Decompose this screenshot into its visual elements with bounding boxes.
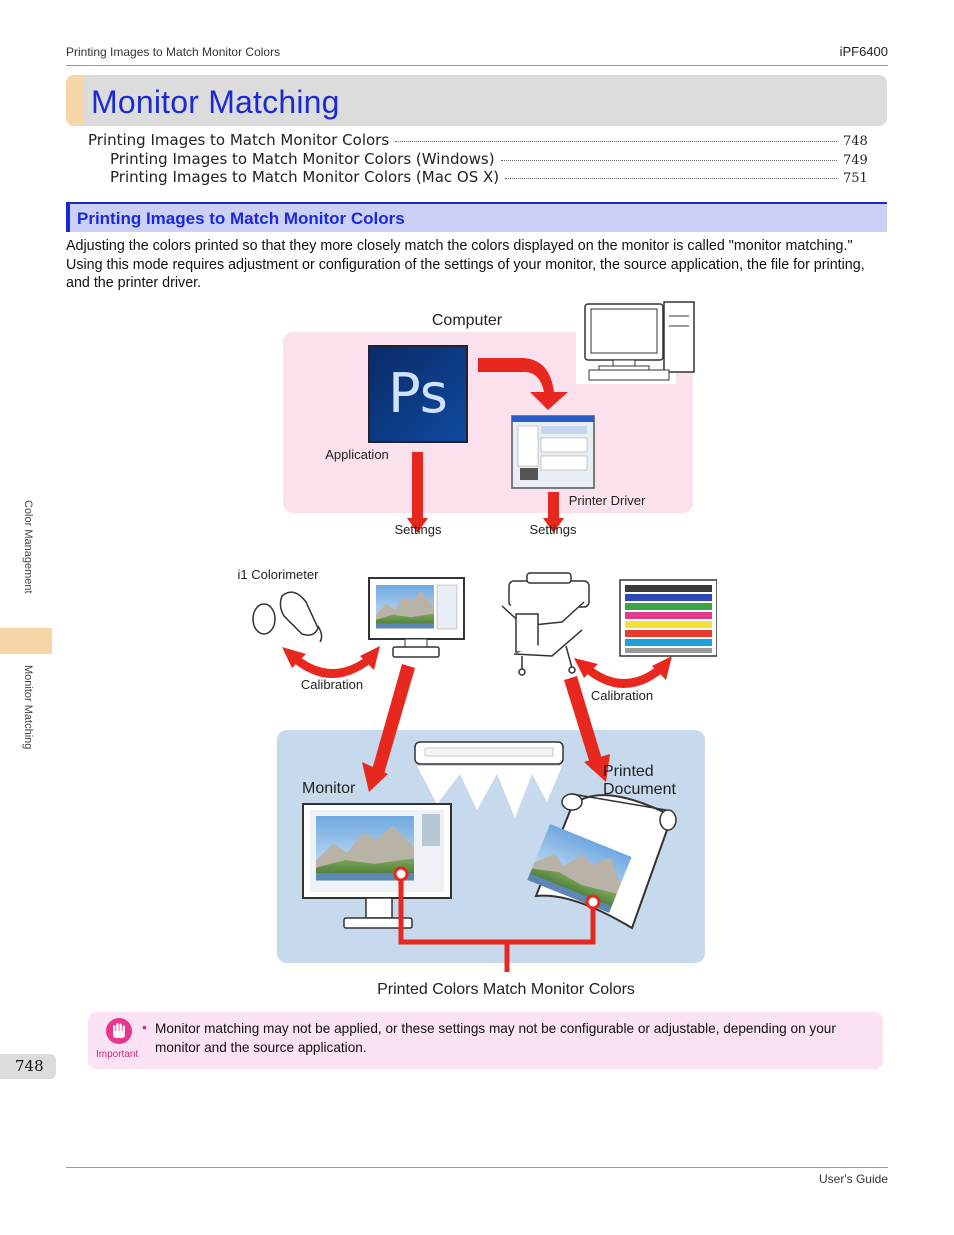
important-hand-icon [106,1018,132,1044]
arrow-driver-settings [543,492,564,533]
toc-entry[interactable]: Printing Images to Match Monitor Colors … [88,168,868,187]
calibration-right-arrow [574,656,672,688]
settings-right-label: Settings [530,522,577,537]
printer-icon [501,572,590,676]
toc-entry[interactable]: Printing Images to Match Monitor Colors … [88,149,868,169]
calibration-monitor-icon [368,577,465,658]
result-label: Printed Colors Match Monitor Colors [377,981,635,998]
match-connector [398,874,596,972]
printer-driver-label: Printer Driver [569,493,646,508]
intro-paragraph: Adjusting the colors printed so that the… [66,238,865,292]
toc-entry[interactable]: Printing Images to Match Monitor Colors … [88,131,868,150]
toc-entry-label[interactable]: Printing Images to Match Monitor Colors … [110,168,500,186]
toc-leader [395,141,837,142]
header-divider [66,65,888,66]
section-accent [66,204,70,232]
colorimeter-icon [252,591,323,643]
page-number-tab [0,1054,56,1079]
bullet-icon: • [142,1019,147,1035]
monitor-label: Monitor [302,780,356,797]
arrow-to-printed-document [564,676,610,782]
important-label: Important [96,1049,139,1060]
display-monitor-icon [302,803,452,929]
toc-entry-page[interactable]: 751 [843,171,868,186]
monitor-matching-diagram: Computer Ps Application Printer Driver S… [238,301,717,998]
table-of-contents: Printing Images to Match Monitor Colors … [88,131,868,187]
colorimeter-label: i1 Colorimeter [238,567,320,582]
computer-label: Computer [432,312,503,329]
chapter-title-bar: Monitor Matching [66,75,887,126]
color-chart-icon [619,579,717,657]
running-header-title: Printing Images to Match Monitor Colors [66,45,281,59]
toc-leader [500,159,837,161]
printed-label-line1: Printed [603,763,654,780]
arrow-app-to-driver [478,358,568,410]
section-heading-bar: Printing Images to Match Monitor Colors [66,202,887,232]
sidebar-tab-marker [0,628,52,654]
footer-guide: User's Guide [819,1172,888,1186]
settings-left-label: Settings [395,522,442,537]
running-header-model: iPF6400 [839,44,888,59]
toc-entry-label[interactable]: Printing Images to Match Monitor Colors … [110,149,495,168]
important-note-text: Monitor matching may not be applied, or … [155,1021,836,1055]
computer-tower-icon [576,301,695,384]
calibration-left-label: Calibration [301,677,363,692]
sidebar-chapter[interactable]: Color Management [22,500,34,594]
title-accent [66,75,84,126]
page-number: 748 [15,1057,44,1075]
section-title: Printing Images to Match Monitor Colors [77,209,405,228]
printed-label-line2: Document [603,781,676,798]
important-note: Important • Monitor matching may not be … [88,1012,883,1069]
photoshop-icon: Ps [368,345,468,443]
calibration-right-label: Calibration [591,688,653,703]
viewing-light-icon [414,741,564,818]
document-match-point [585,894,601,910]
chapter-title: Monitor Matching [91,84,340,120]
application-label: Application [325,447,389,462]
toc-leader [505,178,837,179]
sidebar-section[interactable]: Monitor Matching [22,665,34,750]
printer-driver-dialog-icon [511,415,595,489]
toc-entry-label[interactable]: Printing Images to Match Monitor Colors [88,131,390,149]
ps-logo-text: Ps [388,362,448,425]
arrow-app-settings [407,452,428,533]
toc-entry-page[interactable]: 749 [843,152,868,168]
printed-document-icon [527,793,677,930]
monitor-match-point [393,866,409,882]
toc-entry-page[interactable]: 748 [843,134,868,149]
footer-divider [66,1167,888,1168]
arrow-to-monitor [362,664,415,792]
calibration-left-arrow [282,646,380,678]
